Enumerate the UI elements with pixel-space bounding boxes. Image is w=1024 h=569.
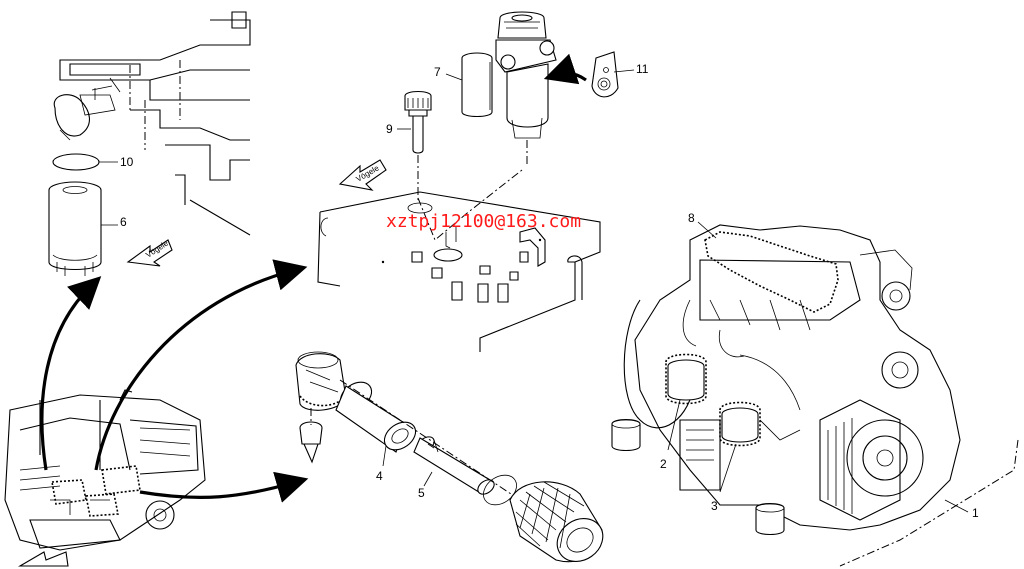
air-filter-housing xyxy=(509,481,604,563)
assembly-axis-air xyxy=(339,379,521,501)
callout-8: 8 xyxy=(688,211,695,225)
callout-6: 6 xyxy=(120,215,127,229)
callout-5: 5 xyxy=(418,486,425,500)
paver-machine-overview xyxy=(4,389,206,551)
engine-fuel-filter xyxy=(719,401,761,447)
highlight-air-filter-area xyxy=(85,493,119,517)
arrow-to-hydraulic-tank xyxy=(94,259,308,471)
highlight-tank-area xyxy=(101,465,141,495)
highlight-filter-area xyxy=(51,479,87,505)
callout-3: 3 xyxy=(711,499,718,513)
fuel-filter-cartridge xyxy=(48,181,102,276)
arrow-to-housing xyxy=(543,53,587,85)
breather-filter xyxy=(404,90,432,200)
leader-11 xyxy=(613,69,635,73)
voegele-logo-top: Vögele xyxy=(338,159,387,191)
watermark-text: xztpj12100@163.com xyxy=(386,211,581,232)
seal-ring xyxy=(483,474,517,506)
air-filter-cover xyxy=(295,351,347,411)
valve-cover-gasket-outline xyxy=(704,231,839,313)
engine-oil-filter xyxy=(665,353,707,405)
engine-dimension-line xyxy=(839,439,1019,567)
callout-9: 9 xyxy=(386,122,393,136)
sealing-kit xyxy=(591,51,619,98)
callout-10: 10 xyxy=(120,155,134,169)
safety-filter-element xyxy=(413,436,495,495)
dust-valve xyxy=(299,408,323,464)
leader-4 xyxy=(382,445,387,467)
callout-11: 11 xyxy=(636,62,649,76)
leader-7 xyxy=(445,73,463,81)
primary-filter-element xyxy=(335,381,417,453)
leader-2 xyxy=(667,399,681,451)
arrow-to-air-filter xyxy=(139,471,309,503)
callout-1: 1 xyxy=(972,506,979,520)
voegele-logo-left: Vögele xyxy=(126,238,173,267)
callout-4: 4 xyxy=(376,469,383,483)
leader-3 xyxy=(719,443,737,493)
callout-2: 2 xyxy=(660,457,667,471)
oil-filter-housing xyxy=(495,11,557,165)
voegele-logo-bottom xyxy=(17,551,69,567)
assembly-axis-top xyxy=(417,169,523,241)
engine-assembly xyxy=(611,224,961,536)
leader-8 xyxy=(697,221,717,239)
callout-7: 7 xyxy=(434,65,441,79)
filter-bracket-assembly xyxy=(53,11,251,236)
o-ring xyxy=(52,153,100,171)
leader-1 xyxy=(944,499,969,513)
leader-5 xyxy=(423,471,433,487)
filter-element xyxy=(461,52,493,118)
arrow-to-fuel-filter xyxy=(40,276,102,471)
